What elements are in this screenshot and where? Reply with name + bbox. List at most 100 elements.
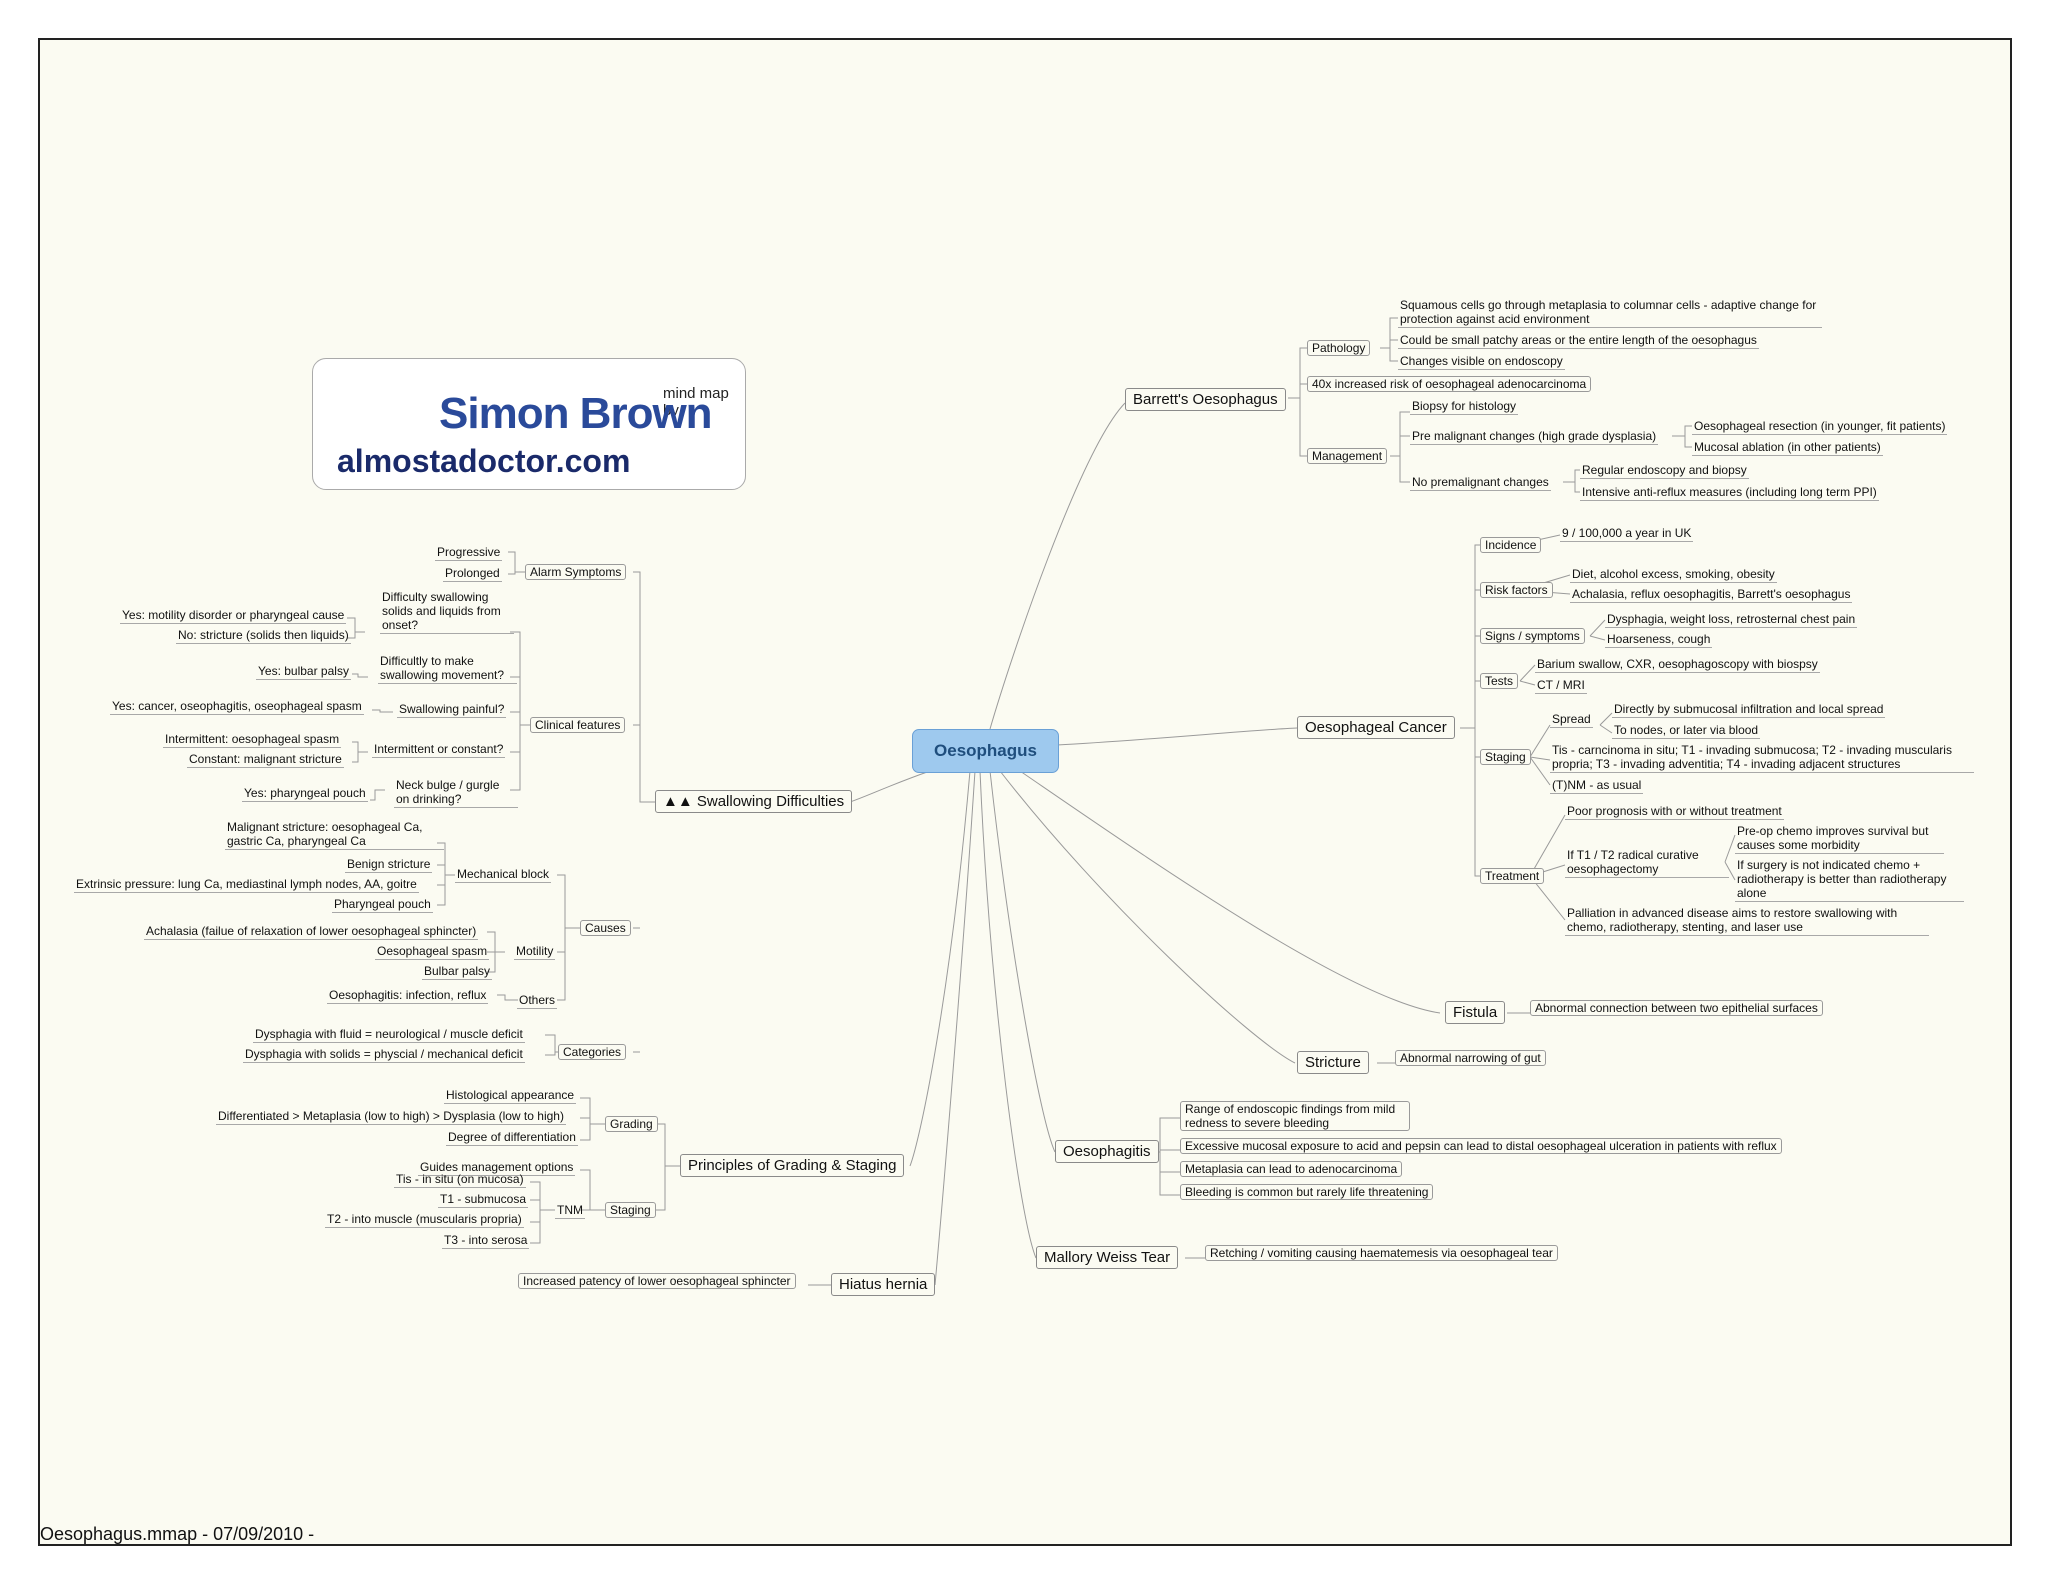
node-mech[interactable]: Mechanical block: [455, 867, 552, 883]
author-logo: mind map by Simon Brown almostadoctor.co…: [312, 358, 746, 490]
node-mg-2b[interactable]: Mucosal ablation (in other patients): [1692, 440, 1883, 456]
node-g-1[interactable]: Histological appearance: [444, 1088, 577, 1104]
node-oth-1[interactable]: Oesophagitis: infection, reflux: [327, 988, 489, 1004]
node-tr-1[interactable]: Poor prognosis with or without treatment: [1565, 804, 1784, 820]
node-tests-1[interactable]: Barium swallow, CXR, oesophagoscopy with…: [1535, 657, 1820, 673]
node-stage-t[interactable]: Tis - carncinoma in situ; T1 - invading …: [1550, 743, 1974, 773]
node-hiatus[interactable]: Hiatus hernia: [831, 1273, 936, 1296]
node-alarm-1[interactable]: Progressive: [435, 545, 503, 561]
node-mg-3[interactable]: No premalignant changes: [1410, 475, 1551, 491]
node-cf-1a[interactable]: Yes: motility disorder or pharyngeal cau…: [120, 608, 347, 624]
node-g-2[interactable]: Differentiated > Metaplasia (low to high…: [216, 1109, 566, 1125]
node-mot-2[interactable]: Oesophageal spasm: [375, 944, 490, 960]
node-alarm-2[interactable]: Prolonged: [443, 566, 502, 582]
node-cf-2[interactable]: Difficultly to make swallowing movement?: [378, 654, 517, 684]
footer-filename: Oesophagus.mmap - 07/09/2010 -: [40, 1524, 315, 1544]
node-signs-2[interactable]: Hoarseness, cough: [1605, 632, 1713, 648]
node-tr-2[interactable]: If T1 / T2 radical curative oesophagecto…: [1565, 848, 1729, 878]
node-tnm[interactable]: TNM: [555, 1203, 585, 1219]
node-staging[interactable]: Staging: [1480, 749, 1531, 765]
node-g-3[interactable]: Degree of differentiation: [446, 1130, 578, 1146]
node-oes-2[interactable]: Excessive mucosal exposure to acid and p…: [1180, 1138, 1782, 1154]
node-path-3[interactable]: Changes visible on endoscopy: [1398, 354, 1565, 370]
node-cancer[interactable]: Oesophageal Cancer: [1297, 716, 1455, 739]
node-alarm[interactable]: Alarm Symptoms: [525, 564, 627, 580]
node-cf-4[interactable]: Intermittent or constant?: [372, 742, 506, 758]
node-signs-1[interactable]: Dysphagia, weight loss, retrosternal che…: [1605, 612, 1858, 628]
node-cf-2a[interactable]: Yes: bulbar palsy: [256, 664, 351, 680]
node-cf-1[interactable]: Difficulty swallowing solids and liquids…: [380, 590, 514, 634]
node-mg-3b[interactable]: Intensive anti-reflux measures (includin…: [1580, 485, 1879, 501]
node-s-1[interactable]: Guides management options: [418, 1160, 576, 1176]
node-spread[interactable]: Spread: [1550, 712, 1593, 728]
node-tr-3[interactable]: Palliation in advanced disease aims to r…: [1565, 906, 1929, 936]
node-mg-3a[interactable]: Regular endoscopy and biopsy: [1580, 463, 1749, 479]
node-mg-1[interactable]: Biopsy for histology: [1410, 399, 1519, 415]
node-incidence-v[interactable]: 9 / 100,000 a year in UK: [1560, 526, 1694, 542]
node-oesophagitis[interactable]: Oesophagitis: [1055, 1140, 1159, 1163]
node-tnm-3[interactable]: T2 - into muscle (muscularis propria): [325, 1212, 524, 1228]
node-others[interactable]: Others: [517, 993, 558, 1009]
node-mallory-desc[interactable]: Retching / vomiting causing haematemesis…: [1205, 1245, 1558, 1261]
node-swallowing[interactable]: ▲▲ Swallowing Difficulties: [655, 790, 853, 813]
node-tests-2[interactable]: CT / MRI: [1535, 678, 1587, 694]
node-mot-1[interactable]: Achalasia (failue of relaxation of lower…: [144, 924, 479, 940]
node-mech-4[interactable]: Pharyngeal pouch: [332, 897, 433, 913]
node-risk-1[interactable]: Diet, alcohol excess, smoking, obesity: [1570, 567, 1777, 583]
node-fistula-desc[interactable]: Abnormal connection between two epitheli…: [1530, 1000, 1823, 1016]
node-cf-3[interactable]: Swallowing painful?: [397, 702, 507, 718]
node-cf-5a[interactable]: Yes: pharyngeal pouch: [242, 786, 368, 802]
node-causes[interactable]: Causes: [580, 920, 631, 936]
node-risk[interactable]: Risk factors: [1480, 582, 1553, 598]
node-tr-2a[interactable]: Pre-op chemo improves survival but cause…: [1735, 824, 1944, 854]
node-cat-2[interactable]: Dysphagia with solids = physcial / mecha…: [243, 1047, 525, 1063]
node-categories[interactable]: Categories: [558, 1044, 627, 1060]
node-tnm-4[interactable]: T3 - into serosa: [442, 1233, 530, 1249]
node-oes-3[interactable]: Metaplasia can lead to adenocarcinoma: [1180, 1161, 1403, 1177]
node-treatment[interactable]: Treatment: [1480, 868, 1545, 884]
node-mech-1[interactable]: Malignant stricture: oesophageal Ca, gas…: [225, 820, 444, 850]
node-management[interactable]: Management: [1307, 448, 1388, 464]
node-oes-1[interactable]: Range of endoscopic findings from mild r…: [1180, 1101, 1410, 1131]
node-cf-4a[interactable]: Intermittent: oesophageal spasm: [163, 732, 342, 748]
node-cf-4b[interactable]: Constant: malignant stricture: [187, 752, 344, 768]
node-motility[interactable]: Motility: [514, 944, 556, 960]
node-mech-2[interactable]: Benign stricture: [345, 857, 433, 873]
node-staging-principles[interactable]: Staging: [605, 1202, 656, 1218]
node-mot-3[interactable]: Bulbar palsy: [422, 964, 493, 980]
node-grading-staging[interactable]: Principles of Grading & Staging: [680, 1154, 905, 1177]
node-clinical[interactable]: Clinical features: [530, 717, 626, 733]
node-stricture-desc[interactable]: Abnormal narrowing of gut: [1395, 1050, 1546, 1066]
node-cf-5[interactable]: Neck bulge / gurgle on drinking?: [394, 778, 518, 808]
node-fistula[interactable]: Fistula: [1445, 1001, 1506, 1024]
node-risk-2[interactable]: Achalasia, reflux oesophagitis, Barrett'…: [1570, 587, 1853, 603]
node-grading[interactable]: Grading: [605, 1116, 658, 1132]
logo-by: mind map by: [663, 385, 729, 419]
node-mg-2a[interactable]: Oesophageal resection (in younger, fit p…: [1692, 419, 1948, 435]
node-oes-4[interactable]: Bleeding is common but rarely life threa…: [1180, 1184, 1434, 1200]
node-spread-1[interactable]: Directly by submucosal infiltration and …: [1612, 702, 1886, 718]
node-tnm-2[interactable]: T1 - submucosa: [438, 1192, 529, 1208]
node-mallory[interactable]: Mallory Weiss Tear: [1036, 1246, 1179, 1269]
root-node[interactable]: Oesophagus: [912, 729, 1059, 773]
node-hiatus-desc[interactable]: Increased patency of lower oesophageal s…: [518, 1273, 796, 1289]
node-barretts[interactable]: Barrett's Oesophagus: [1125, 388, 1286, 411]
node-incidence[interactable]: Incidence: [1480, 537, 1542, 553]
node-signs[interactable]: Signs / symptoms: [1480, 628, 1585, 644]
node-cf-3a[interactable]: Yes: cancer, oseophagitis, oseophageal s…: [110, 699, 364, 715]
node-spread-2[interactable]: To nodes, or later via blood: [1612, 723, 1761, 739]
node-cf-1b[interactable]: No: stricture (solids then liquids): [176, 628, 351, 644]
node-mg-2[interactable]: Pre malignant changes (high grade dyspla…: [1410, 429, 1659, 445]
node-tests[interactable]: Tests: [1480, 673, 1519, 689]
map-frame: [38, 38, 2012, 1546]
node-stricture[interactable]: Stricture: [1297, 1051, 1369, 1074]
node-cat-1[interactable]: Dysphagia with fluid = neurological / mu…: [253, 1027, 525, 1043]
node-pathology[interactable]: Pathology: [1307, 340, 1371, 356]
node-tnm-1[interactable]: Tis - in situ (on mucosa): [394, 1172, 526, 1188]
node-barretts-risk[interactable]: 40x increased risk of oesophageal adenoc…: [1307, 376, 1592, 392]
node-path-2[interactable]: Could be small patchy areas or the entir…: [1398, 333, 1759, 349]
node-mech-3[interactable]: Extrinsic pressure: lung Ca, mediastinal…: [74, 877, 419, 893]
node-stage-nm[interactable]: (T)NM - as usual: [1550, 778, 1644, 794]
node-tr-2b[interactable]: If surgery is not indicated chemo + radi…: [1735, 858, 1964, 902]
node-path-1[interactable]: Squamous cells go through metaplasia to …: [1398, 298, 1822, 328]
